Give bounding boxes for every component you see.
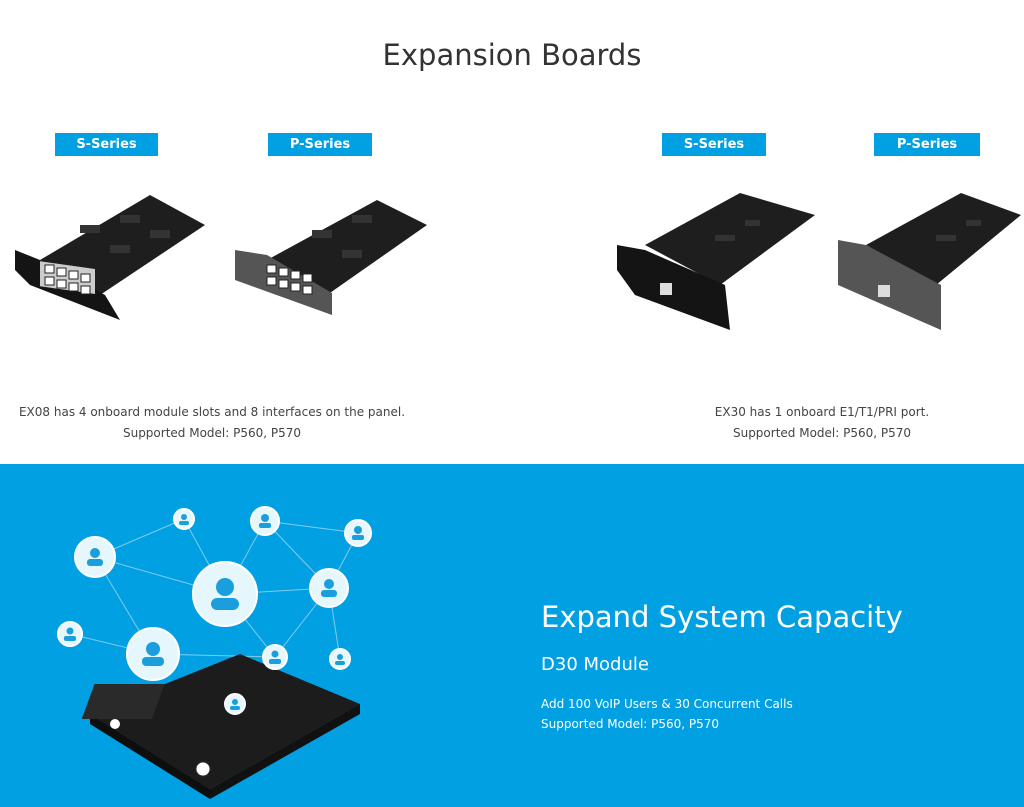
ex30-description: EX30 has 1 onboard E1/T1/PRI port. Suppo…	[612, 402, 1024, 444]
capacity-line1: Add 100 VoIP Users & 30 Concurrent Calls	[541, 697, 793, 711]
badge-s-series-ex08[interactable]: S-Series EX08	[55, 133, 158, 175]
capacity-subtitle: D30 Module	[541, 654, 649, 675]
ex30-desc-line2: Supported Model: P560, P570	[732, 426, 912, 440]
ex08-desc-line2: Supported Model: P560, P570	[122, 426, 302, 440]
d30-network-illustration	[57, 506, 372, 799]
s-series-ex30-image	[617, 193, 815, 330]
ex08-description: EX08 has 4 onboard module slots and 8 in…	[0, 402, 424, 444]
capacity-title: Expand System Capacity	[541, 600, 903, 634]
expansion-boards-section: Expansion Boards S-Series EX08 P-Series …	[0, 38, 1024, 444]
user-node-icons	[57, 506, 372, 715]
section-title: Expansion Boards	[382, 38, 642, 72]
badge-p-series-ex30[interactable]: P-Series EX30	[874, 133, 980, 175]
ex30-desc-line1: EX30 has 1 onboard E1/T1/PRI port.	[714, 405, 930, 419]
capacity-line2: Supported Model: P560, P570	[541, 717, 720, 731]
p-series-ex08-image	[235, 200, 427, 315]
capacity-section: Expand System Capacity D30 Module Add 10…	[0, 464, 1024, 807]
ex08-desc-line1: EX08 has 4 onboard module slots and 8 in…	[18, 405, 406, 419]
p-series-ex30-image	[838, 193, 1021, 330]
badge-p-series-ex08[interactable]: P-Series EX08	[268, 133, 372, 175]
badge-s-series-ex30[interactable]: S-Series EX30	[662, 133, 766, 175]
s-series-ex08-image	[15, 195, 205, 320]
